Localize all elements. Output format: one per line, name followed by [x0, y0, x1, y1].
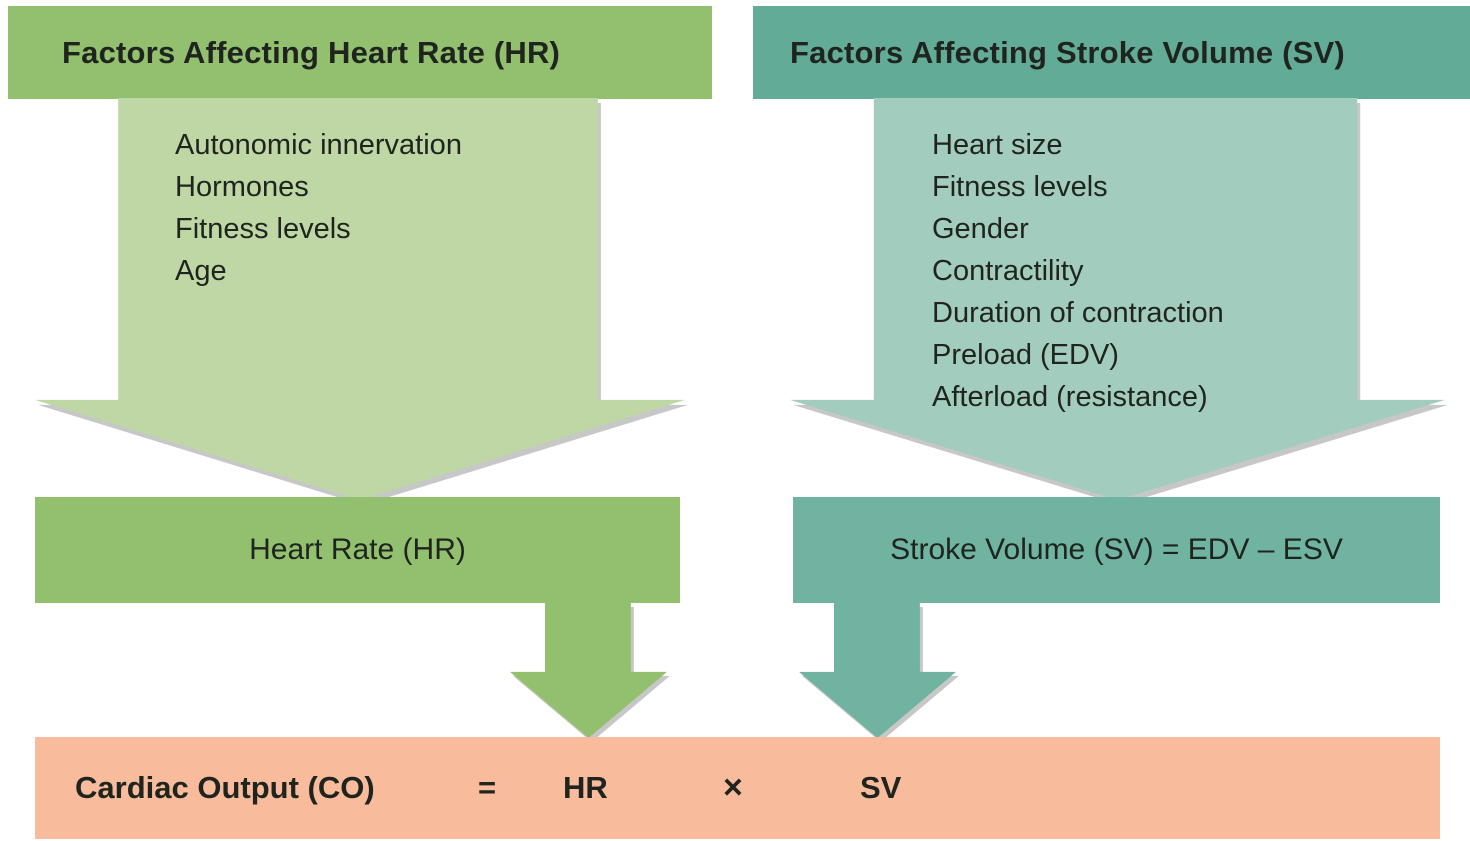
factor-item: Hormones	[175, 171, 309, 203]
factor-item: Fitness levels	[175, 213, 351, 245]
heart-rate-bar-label: Heart Rate (HR)	[249, 533, 466, 566]
factor-item: Afterload (resistance)	[932, 381, 1208, 413]
heart-rate-factors-header-label: Factors Affecting Heart Rate (HR)	[62, 34, 561, 70]
down-arrow-shape	[790, 98, 1445, 500]
heart-rate-to-output-arrow	[510, 603, 667, 738]
factor-item: Duration of contraction	[932, 297, 1224, 329]
cardiac-output-label: Cardiac Output (CO)	[75, 770, 375, 805]
equals-sign: =	[478, 770, 497, 805]
stroke-volume-to-output-arrow	[799, 603, 956, 738]
stroke-volume-bar-label: Stroke Volume (SV) = EDV – ESV	[890, 533, 1343, 566]
heart-rate-bar: Heart Rate (HR)	[35, 497, 680, 603]
hr-term: HR	[563, 770, 608, 805]
stroke-volume-factors-arrow	[790, 98, 1445, 500]
multiplication-sign: ×	[723, 768, 743, 807]
factor-item: Preload (EDV)	[932, 339, 1119, 371]
stroke-volume-factor-list: Heart size Fitness levels Gender Contrac…	[932, 124, 1224, 418]
heart-rate-factors-arrow	[35, 98, 685, 500]
factor-item: Gender	[932, 213, 1029, 245]
stroke-volume-factors-header-label: Factors Affecting Stroke Volume (SV)	[790, 34, 1345, 70]
stroke-volume-factors-header: Factors Affecting Stroke Volume (SV)	[753, 6, 1470, 99]
factor-item: Autonomic innervation	[175, 129, 462, 161]
heart-rate-factors-header: Factors Affecting Heart Rate (HR)	[8, 6, 712, 99]
factor-item: Contractility	[932, 255, 1084, 287]
factor-item: Heart size	[932, 129, 1063, 161]
heart-rate-factor-list: Autonomic innervation Hormones Fitness l…	[175, 124, 462, 292]
factor-item: Fitness levels	[932, 171, 1108, 203]
down-arrow-shape	[510, 603, 667, 738]
factor-item: Age	[175, 255, 227, 287]
stroke-volume-bar: Stroke Volume (SV) = EDV – ESV	[793, 497, 1440, 603]
down-arrow-shape	[799, 603, 956, 738]
down-arrow-shape	[35, 98, 685, 500]
cardiac-output-equation-bar: Cardiac Output (CO) = HR × SV	[35, 737, 1440, 839]
sv-term: SV	[860, 770, 902, 805]
